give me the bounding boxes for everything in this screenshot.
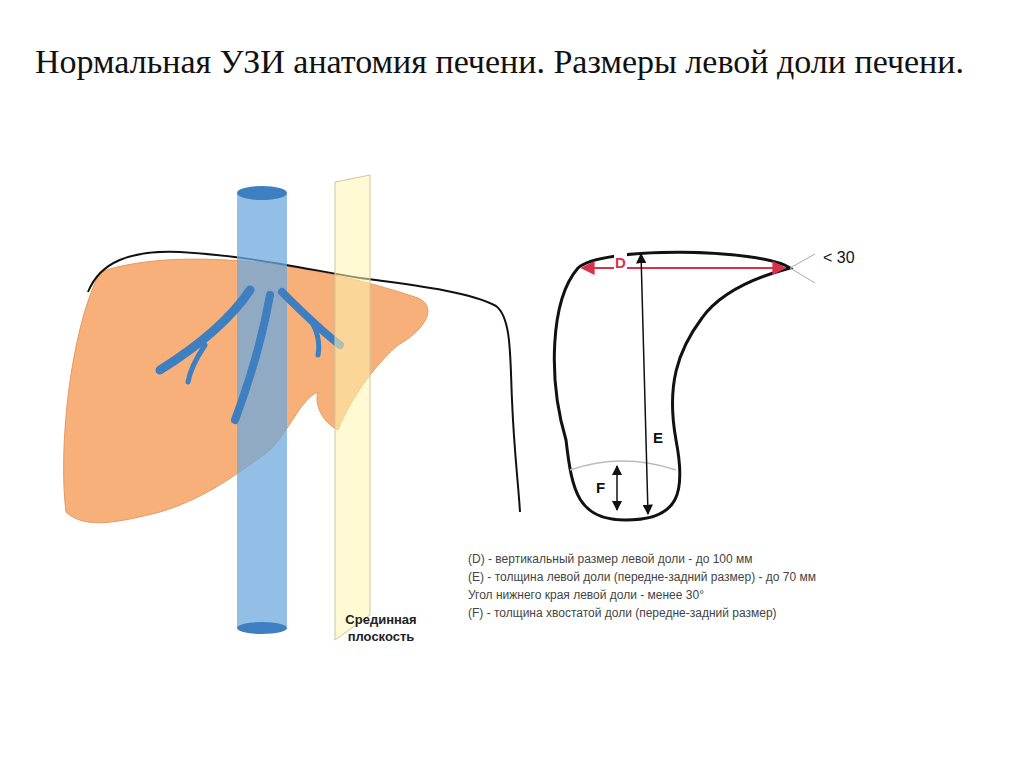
dimension-e xyxy=(641,254,648,514)
dimension-d xyxy=(582,267,785,269)
left-lobe-section xyxy=(554,252,790,520)
body-contour xyxy=(88,252,520,512)
note-line: (F) - толщина хвостатой доли (передне-за… xyxy=(468,606,777,622)
dimension-letter: F xyxy=(595,478,606,498)
dimension-f xyxy=(616,466,618,510)
plane-label: Срединная плоскость xyxy=(322,612,440,646)
hepatic-veins xyxy=(160,290,340,420)
angle-line xyxy=(790,254,815,268)
title: Нормальная УЗИ анатомия печени. Размеры … xyxy=(35,38,995,86)
dimension-letter: E xyxy=(652,428,664,448)
note-line: (D) - вертикальный размер левой доли - д… xyxy=(468,552,753,568)
median-plane xyxy=(335,175,370,640)
note-line: (E) - толщина левой доли (передне-задний… xyxy=(468,570,816,586)
note-line: Угол нижнего края левой доли - менее 30° xyxy=(468,588,704,604)
caudate-border xyxy=(570,461,676,470)
angle-line xyxy=(790,268,815,283)
vena-cava-top xyxy=(237,186,287,200)
vena-cava xyxy=(237,193,287,628)
angle-label: < 30 xyxy=(822,248,856,269)
vena-cava-bottom xyxy=(237,622,287,634)
dimension-letter: D xyxy=(614,253,627,273)
